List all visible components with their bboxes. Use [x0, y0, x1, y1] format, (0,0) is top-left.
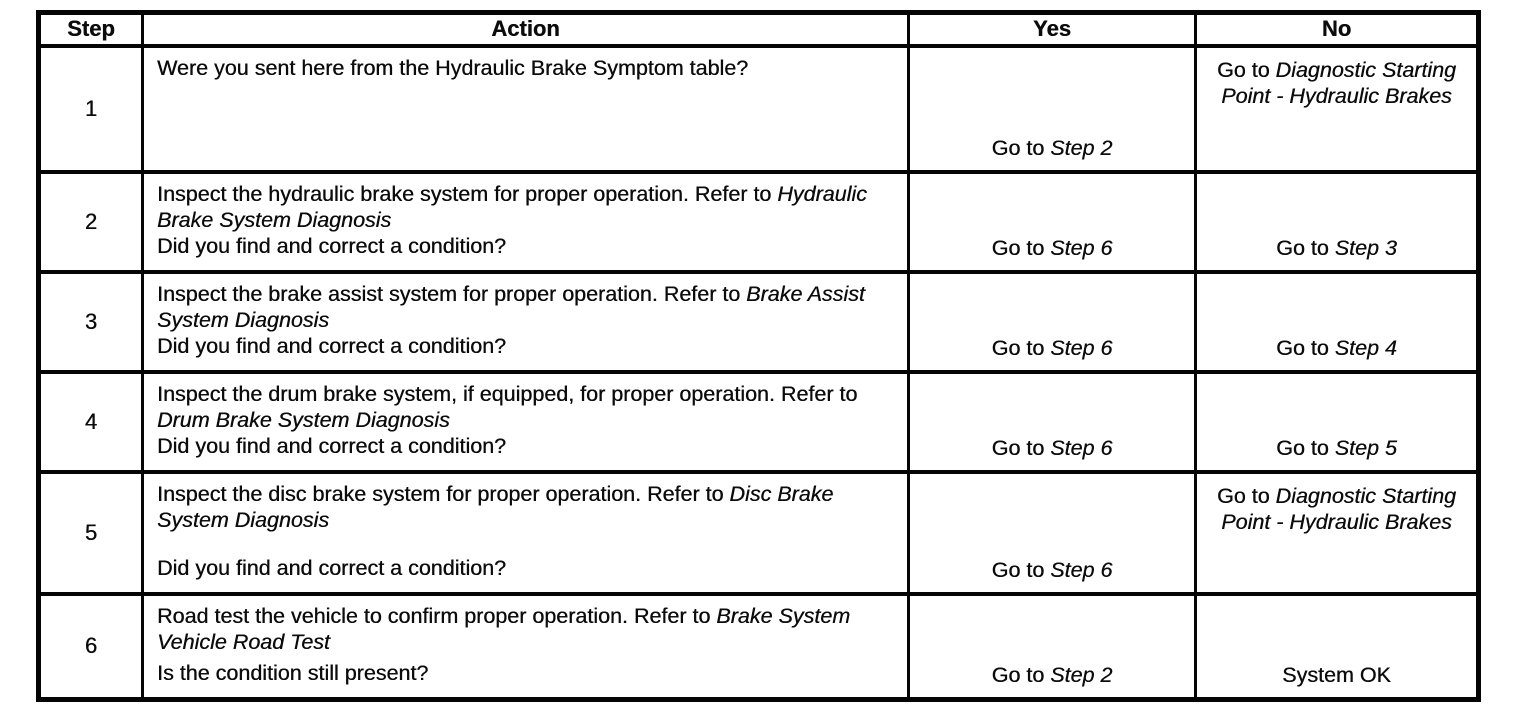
- action-cell: Road test the vehicle to confirm proper …: [141, 591, 910, 702]
- plain-text: Inspect the drum brake system, if equipp…: [157, 381, 858, 406]
- yes-instruction: Go to Step 6: [928, 435, 1176, 461]
- yes-instruction: Go to Step 2: [928, 135, 1176, 161]
- no-cell: Go to Diagnostic Starting Point - Hydrau…: [1194, 469, 1480, 596]
- no-cell: Go to Step 3: [1194, 169, 1480, 274]
- reference-text: Step 3: [1334, 235, 1397, 260]
- reference-text: Brake System Vehicle Road Test: [157, 603, 851, 654]
- plain-text: Go to: [1276, 335, 1335, 360]
- action-question: Did you find and correct a condition?: [157, 333, 506, 358]
- step-number-cell: 1: [37, 43, 144, 174]
- plain-text: Go to: [991, 335, 1051, 360]
- yes-cell: Go to Step 6: [907, 469, 1197, 596]
- step-number-cell: 3: [37, 269, 144, 374]
- step-row-2: 2 Inspect the hydraulic brake system for …: [37, 169, 1480, 274]
- reference-text: Diagnostic Starting Point - Hydraulic Br…: [1221, 57, 1456, 108]
- step-number-cell: 2: [37, 169, 144, 274]
- table-header: Step Action Yes No: [37, 10, 1480, 48]
- no-instruction: Go to Step 4: [1215, 335, 1458, 361]
- plain-text: Inspect the disc brake system for proper…: [157, 481, 730, 506]
- reference-text: Step 2: [1050, 663, 1113, 687]
- plain-text: Go to: [991, 135, 1051, 160]
- no-instruction: System OK: [1215, 662, 1458, 688]
- step-number-cell: 6: [37, 591, 144, 702]
- plain-text: Inspect the hydraulic brake system for p…: [157, 181, 778, 206]
- action-question: Did you find and correct a condition?: [157, 555, 506, 580]
- column-header-yes: Yes: [907, 10, 1197, 48]
- reference-text: Step 6: [1050, 335, 1113, 360]
- reference-text: Brake Assist System Diagnosis: [157, 281, 865, 332]
- plain-text: Go to: [991, 557, 1051, 582]
- action-text: Road test the vehicle to confirm proper …: [146, 598, 906, 655]
- reference-text: Diagnostic Starting Point - Hydraulic Br…: [1221, 483, 1456, 534]
- column-header-step: Step: [37, 10, 144, 48]
- no-instruction: Go to Diagnostic Starting Point - Hydrau…: [1215, 483, 1458, 535]
- action-question: Is the condition still present?: [157, 661, 429, 685]
- yes-instruction: Go to Step 6: [928, 557, 1176, 583]
- reference-text: Drum Brake System Diagnosis: [157, 407, 450, 432]
- yes-cell: Go to Step 2: [907, 43, 1197, 174]
- action-text: Were you sent here from the Hydraulic Br…: [146, 50, 906, 81]
- action-question: Did you find and correct a condition?: [157, 233, 506, 258]
- plain-text: Were you sent here from the Hydraulic Br…: [157, 55, 749, 80]
- plain-text: Go to: [1276, 235, 1335, 260]
- plain-text: Inspect the brake assist system for prop…: [157, 281, 747, 306]
- reference-text: Step 4: [1334, 335, 1397, 360]
- reference-text: Hydraulic Brake System Diagnosis: [157, 181, 867, 232]
- action-cell: Inspect the hydraulic brake system for p…: [141, 169, 910, 274]
- plain-text: Go to: [1216, 483, 1276, 508]
- no-cell: System OK: [1194, 591, 1480, 702]
- plain-text: Go to: [991, 235, 1051, 260]
- plain-text: Go to: [1276, 435, 1335, 460]
- action-cell: Inspect the brake assist system for prop…: [141, 269, 910, 374]
- table-body: 1 Were you sent here from the Hydraulic B…: [37, 43, 1480, 702]
- no-instruction: Go to Step 3: [1215, 235, 1458, 261]
- action-text: Inspect the brake assist system for prop…: [146, 276, 906, 333]
- plain-text: Go to: [991, 435, 1051, 460]
- yes-instruction: Go to Step 6: [928, 335, 1176, 361]
- step-number-cell: 5: [37, 469, 144, 596]
- yes-instruction: Go to Step 6: [928, 235, 1176, 261]
- no-cell: Go to Step 5: [1194, 369, 1480, 474]
- step-row-6: 6 Road test the vehicle to confirm proper…: [37, 591, 1480, 702]
- yes-cell: Go to Step 6: [907, 169, 1197, 274]
- no-cell: Go to Step 4: [1194, 269, 1480, 374]
- action-text: Inspect the disc brake system for proper…: [146, 476, 906, 533]
- reference-text: Step 6: [1050, 557, 1113, 582]
- column-header-action: Action: [141, 10, 910, 48]
- action-text: Inspect the drum brake system, if equipp…: [146, 376, 906, 433]
- no-cell: Go to Diagnostic Starting Point - Hydrau…: [1194, 43, 1480, 174]
- reference-text: Disc Brake System Diagnosis: [157, 481, 834, 532]
- no-instruction: Go to Diagnostic Starting Point - Hydrau…: [1215, 57, 1458, 109]
- action-text: Inspect the hydraulic brake system for p…: [146, 176, 906, 233]
- column-header-no: No: [1194, 10, 1480, 48]
- plain-text: Go to: [1216, 57, 1276, 82]
- action-cell: Inspect the disc brake system for proper…: [141, 469, 910, 596]
- step-row-1: 1 Were you sent here from the Hydraulic B…: [37, 43, 1480, 174]
- brake-diagnostic-table: Step Action Yes No 1 Were you sent here f…: [36, 10, 1481, 702]
- plain-text: System OK: [1282, 663, 1391, 687]
- no-instruction: Go to Step 5: [1215, 435, 1458, 461]
- action-cell: Inspect the drum brake system, if equipp…: [141, 369, 910, 474]
- action-cell: Were you sent here from the Hydraulic Br…: [141, 43, 910, 174]
- yes-cell: Go to Step 6: [907, 269, 1197, 374]
- yes-cell: Go to Step 2: [907, 591, 1197, 702]
- step-row-3: 3 Inspect the brake assist system for pro…: [37, 269, 1480, 374]
- plain-text: Go to: [991, 663, 1051, 687]
- plain-text: Road test the vehicle to confirm proper …: [157, 603, 717, 628]
- step-row-5: 5 Inspect the disc brake system for prope…: [37, 469, 1480, 596]
- reference-text: Step 6: [1050, 435, 1113, 460]
- step-row-4: 4 Inspect the drum brake system, if equip…: [37, 369, 1480, 474]
- reference-text: Step 5: [1334, 435, 1397, 460]
- yes-cell: Go to Step 6: [907, 369, 1197, 474]
- header-row: Step Action Yes No: [37, 10, 1480, 48]
- yes-instruction: Go to Step 2: [928, 662, 1176, 688]
- reference-text: Step 6: [1050, 235, 1113, 260]
- action-question: Did you find and correct a condition?: [157, 433, 506, 458]
- step-number-cell: 4: [37, 369, 144, 474]
- reference-text: Step 2: [1050, 135, 1113, 160]
